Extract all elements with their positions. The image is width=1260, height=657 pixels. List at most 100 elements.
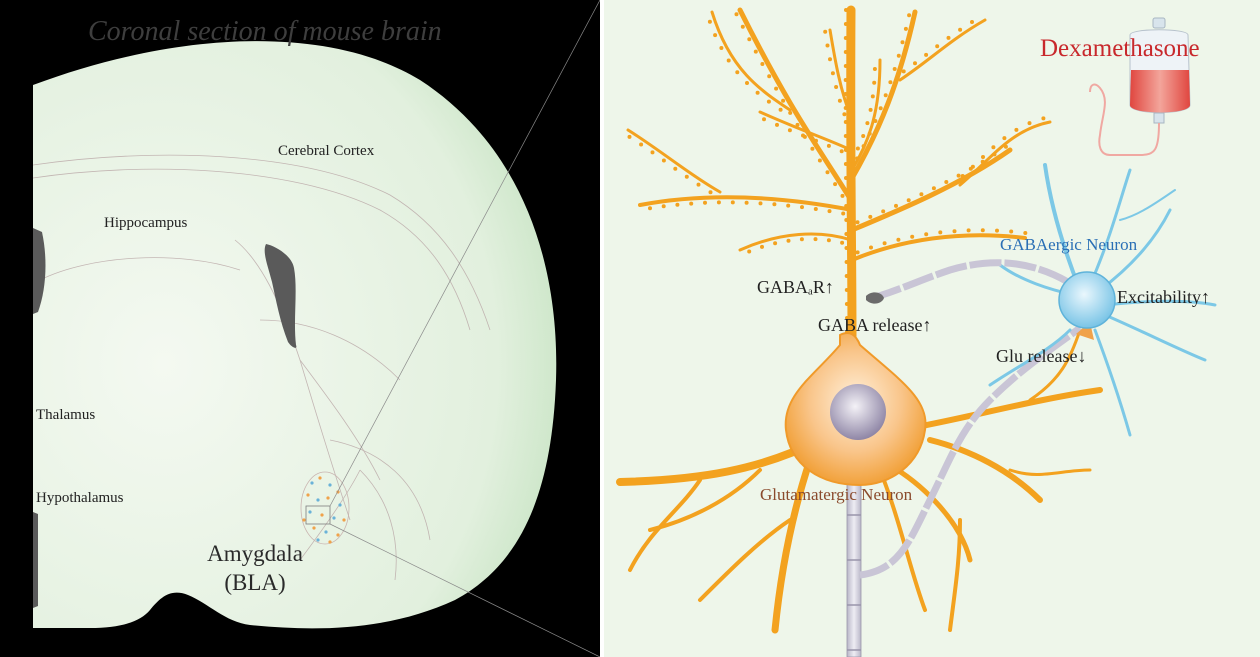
dendritic-spine (779, 108, 783, 112)
dendritic-spine (844, 148, 848, 152)
dendritic-spine (713, 33, 717, 37)
dendritic-spine (1004, 145, 1008, 149)
dendritic-spine (773, 241, 777, 245)
dendritic-spine (907, 13, 911, 17)
dendritic-spine (967, 228, 971, 232)
ventricle-bottom (33, 512, 38, 608)
label-thalamus: Thalamus (36, 407, 95, 423)
dendritic-spine (818, 159, 822, 163)
label-dexamethasone: Dexamethasone (1040, 35, 1200, 62)
dendritic-spine (788, 128, 792, 132)
dendritic-spine (697, 183, 701, 187)
dendritic-spine (981, 155, 985, 159)
dendritic-spine (760, 62, 764, 66)
dendritic-spine (868, 132, 872, 136)
dendritic-spine (844, 106, 848, 110)
dendritic-spine (662, 204, 666, 208)
dendritic-spine (849, 169, 853, 173)
dendritic-spine (844, 176, 848, 180)
dendritic-spine (754, 50, 758, 54)
dendritic-spine (775, 123, 779, 127)
dendritic-spine (685, 175, 689, 179)
dendritic-spine (884, 93, 888, 97)
dendritic-spine (759, 201, 763, 205)
dendritic-spine (826, 44, 830, 48)
panel-divider (600, 0, 604, 657)
dendritic-spine (869, 108, 873, 112)
dendritic-spine (981, 228, 985, 232)
dendritic-spine (772, 202, 776, 206)
dendritic-spine (727, 59, 731, 63)
dendritic-spine (981, 160, 985, 164)
dendritic-spine (856, 220, 860, 224)
dendritic-spine (796, 123, 800, 127)
dendritic-spine (855, 156, 859, 160)
dendritic-spine (801, 134, 805, 138)
dendritic-spine (708, 20, 712, 24)
dendritic-spine (844, 36, 848, 40)
right-panel: Dexamethasone GABAergic Neuron GABAₐR↑ G… (604, 0, 1260, 657)
dendritic-spine (856, 250, 860, 254)
dendritic-spine (993, 152, 997, 156)
dendritic-spine (961, 174, 965, 178)
dendritic-spine (745, 81, 749, 85)
dendritic-spine (873, 67, 877, 71)
dendritic-spine (844, 64, 848, 68)
dendritic-spine (893, 67, 897, 71)
dendritic-spine (842, 112, 846, 116)
dendritic-spine (814, 237, 818, 241)
dendritic-spine (841, 194, 845, 198)
dendritic-spine (872, 81, 876, 85)
dendritic-spine (902, 69, 906, 73)
dendritic-spine (844, 50, 848, 54)
dendritic-spine (774, 87, 778, 91)
dendritic-spine (827, 144, 831, 148)
dendritic-spine (823, 30, 827, 34)
dendritic-spine (845, 274, 849, 278)
dendritic-spine (970, 20, 974, 24)
dendritic-spine (919, 192, 923, 196)
dendritic-spine (800, 237, 804, 241)
dendritic-spine (901, 40, 905, 44)
dendritic-spine (924, 53, 928, 57)
dendritic-spine (787, 239, 791, 243)
dendritic-spine (735, 12, 739, 16)
dendritic-spine (828, 57, 832, 61)
label-excitability: Excitability↑ (1117, 287, 1210, 307)
label-gaba-release: GABA release↑ (818, 315, 931, 335)
dendritic-spine (947, 36, 951, 40)
dendritic-spine (1002, 136, 1006, 140)
label-gabaergic-neuron: GABAergic Neuron (1000, 235, 1138, 254)
dendritic-spine (935, 44, 939, 48)
dendritic-spine (845, 246, 849, 250)
dendritic-spine (731, 200, 735, 204)
dendritic-spine (844, 8, 848, 12)
dendritic-spine (762, 117, 766, 121)
dendritic-spine (958, 28, 962, 32)
dendritic-spine (844, 134, 848, 138)
dendritic-spine (747, 37, 751, 41)
dendritic-spine (845, 302, 849, 306)
dendritic-spine (786, 204, 790, 208)
dendritic-spine (675, 203, 679, 207)
dendritic-spine (767, 74, 771, 78)
dendritic-spine (844, 92, 848, 96)
dendritic-spine (995, 229, 999, 233)
label-cerebral-cortex: Cerebral Cortex (278, 143, 375, 159)
dendritic-spine (741, 25, 745, 29)
dendritic-spine (913, 61, 917, 65)
brain-title: Coronal section of mouse brain (88, 16, 442, 47)
dendritic-spine (888, 80, 892, 84)
dendritic-spine (828, 209, 832, 213)
dendritic-spine (788, 111, 792, 115)
left-panel: Coronal section of mouse brain Cerebral … (0, 0, 600, 657)
dendritic-spine (879, 106, 883, 110)
dendritic-spine (767, 100, 771, 104)
dendritic-spine (932, 186, 936, 190)
dendritic-spine (810, 147, 814, 151)
dendritic-spine (845, 260, 849, 264)
dendritic-spine (844, 22, 848, 26)
dendritic-spine (1009, 230, 1013, 234)
dendritic-spine (781, 99, 785, 103)
dendritic-spine (844, 232, 848, 236)
